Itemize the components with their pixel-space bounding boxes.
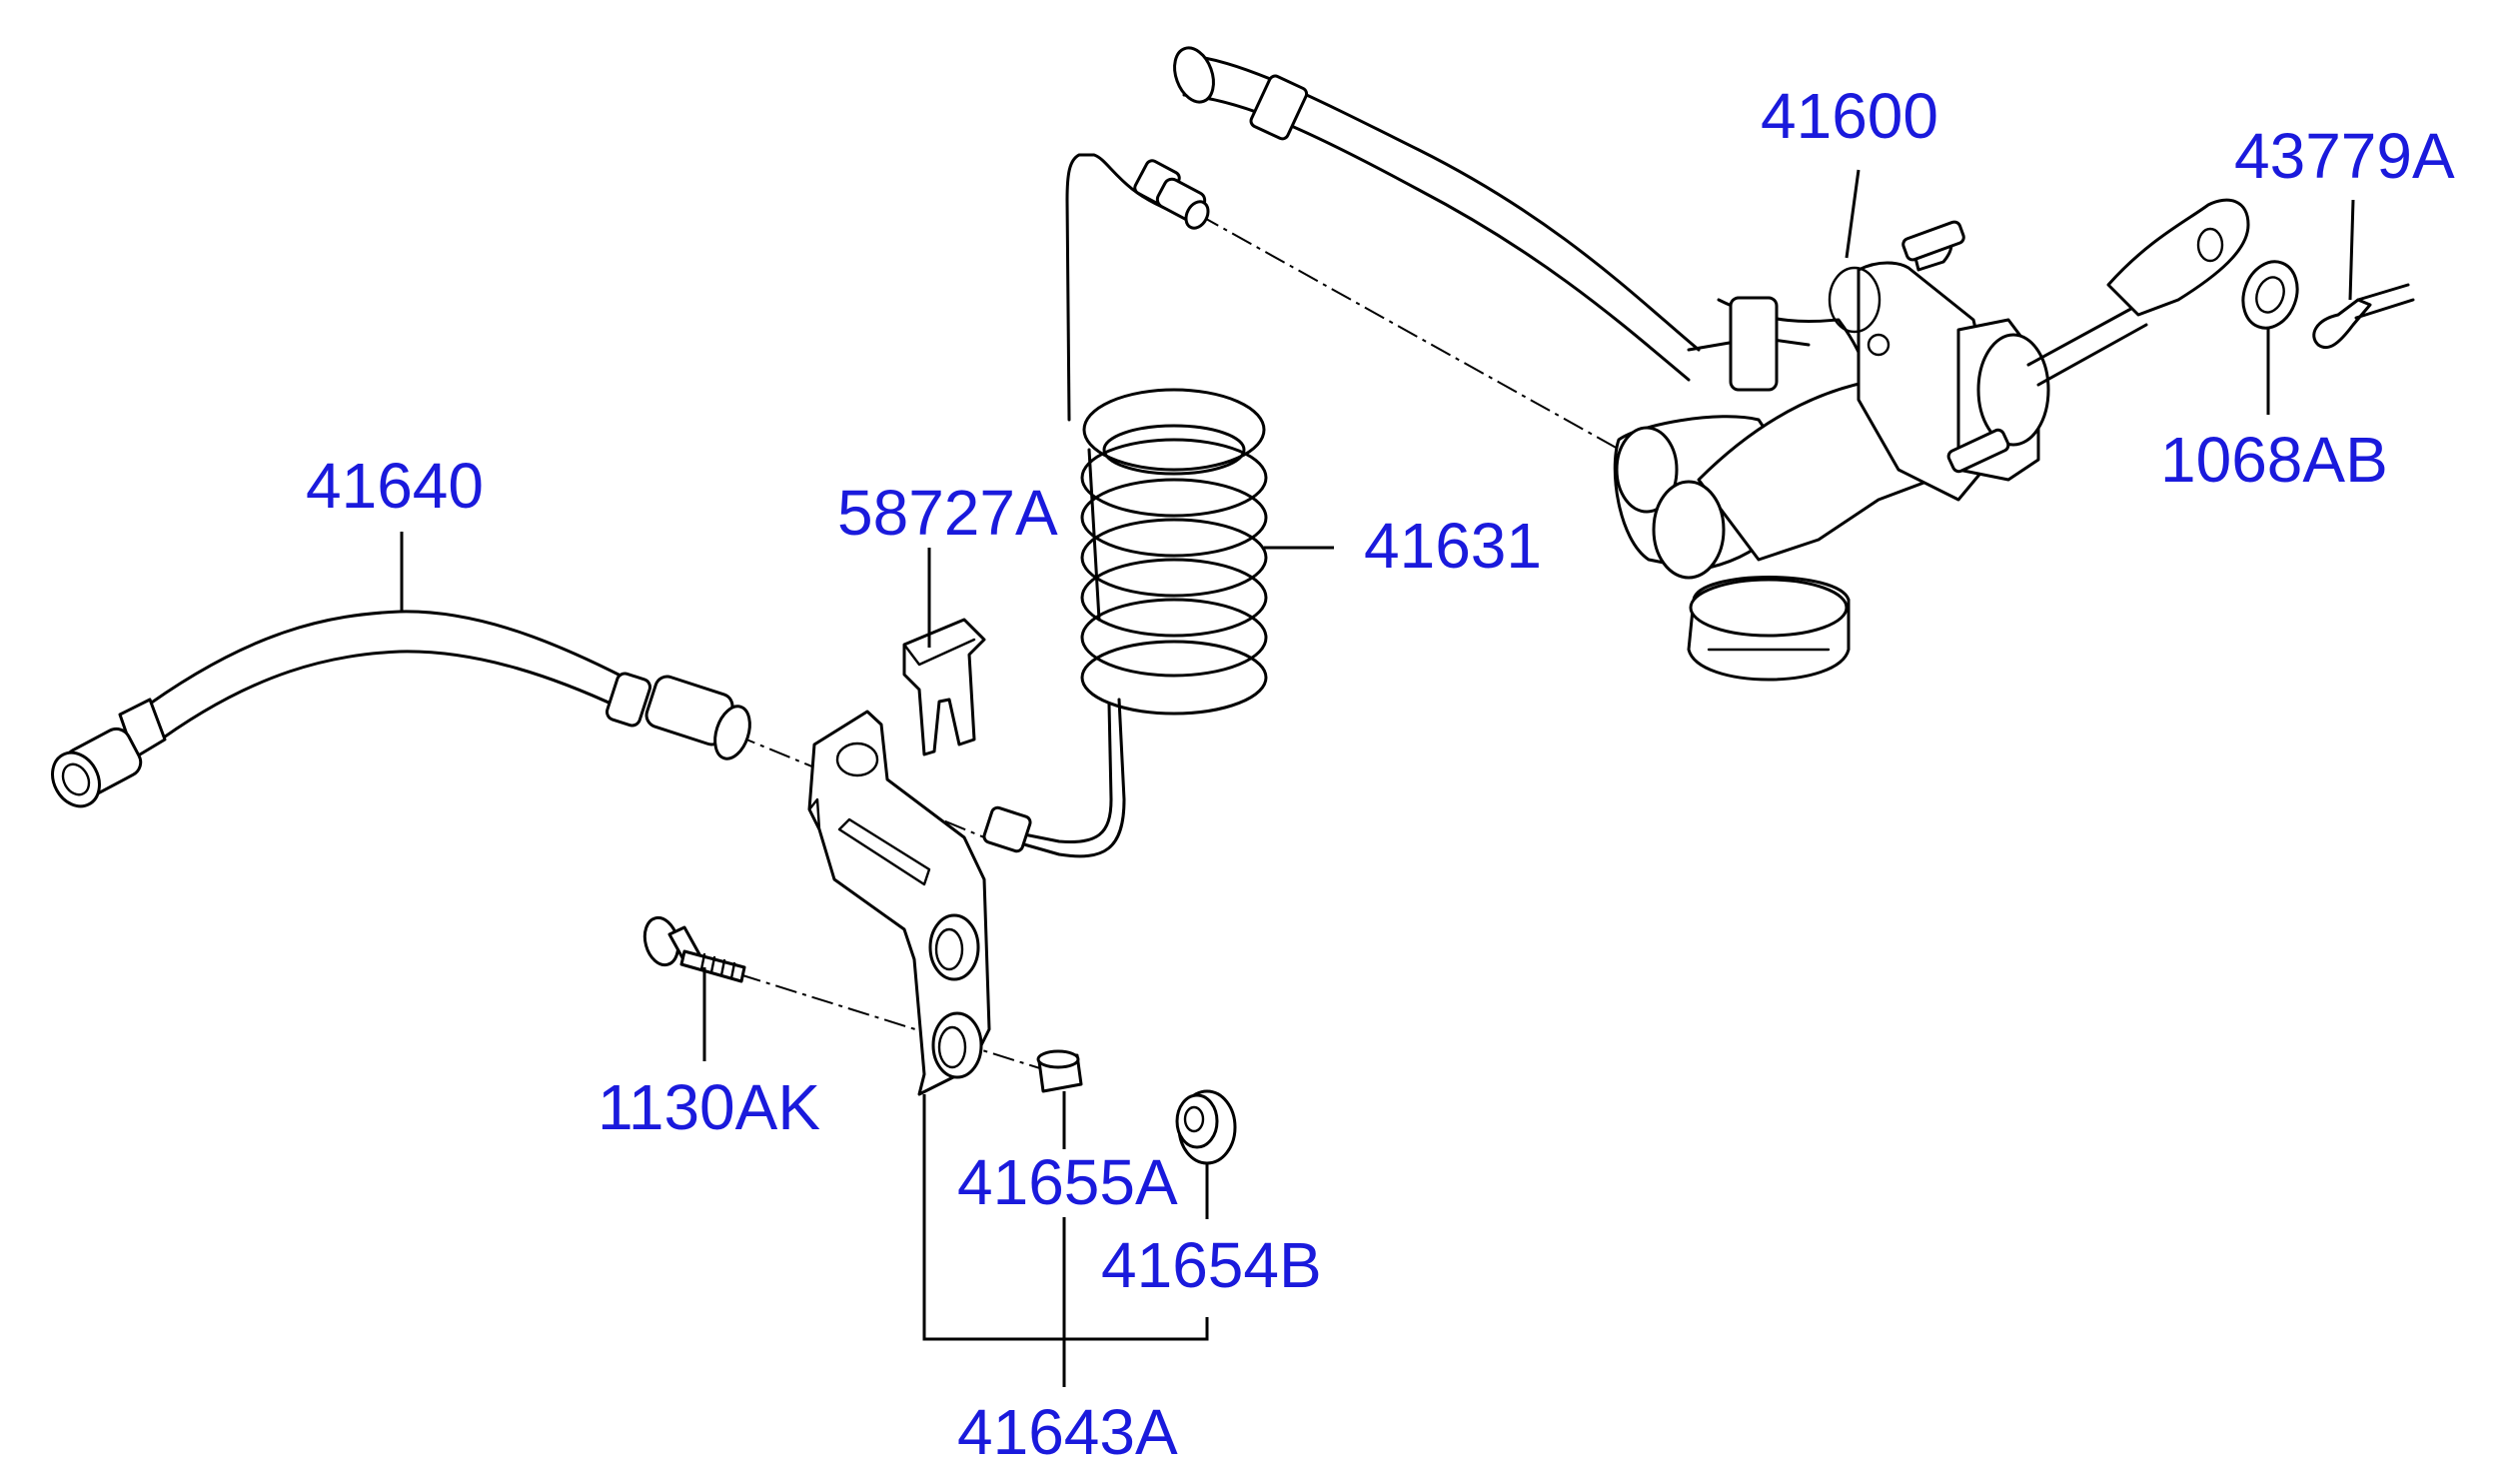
label-41631: 41631 [1364, 510, 1542, 582]
bushing-41655A [1036, 1049, 1083, 1093]
bracket-41643A [807, 710, 991, 1096]
washer-1068AB [2241, 260, 2299, 330]
alignment-lines [733, 214, 1630, 1075]
leader-lines [400, 169, 2355, 1387]
label-41654B: 41654B [1101, 1229, 1322, 1301]
pin-43779A [2312, 283, 2415, 350]
label-58727A: 58727A [837, 477, 1058, 549]
tube-41631 [982, 153, 1268, 858]
label-41643A: 41643A [957, 1396, 1178, 1468]
hose-41640 [51, 610, 751, 808]
label-41600: 41600 [1761, 80, 1938, 152]
grommet-41654B [1175, 1089, 1237, 1165]
label-41640: 41640 [306, 450, 484, 522]
bolt-1130AK [642, 915, 746, 983]
coil-rings [1080, 388, 1268, 716]
label-1130AK: 1130AK [598, 1071, 820, 1143]
master-cylinder-41600 [1173, 46, 2250, 682]
label-1068AB: 1068AB [2160, 424, 2388, 496]
part-labels: 41600 43779A 1068AB 41640 58727A 41631 1… [306, 80, 2455, 1468]
label-43779A: 43779A [2234, 120, 2455, 192]
clip-58727A [902, 618, 986, 756]
label-41655A: 41655A [957, 1146, 1178, 1218]
